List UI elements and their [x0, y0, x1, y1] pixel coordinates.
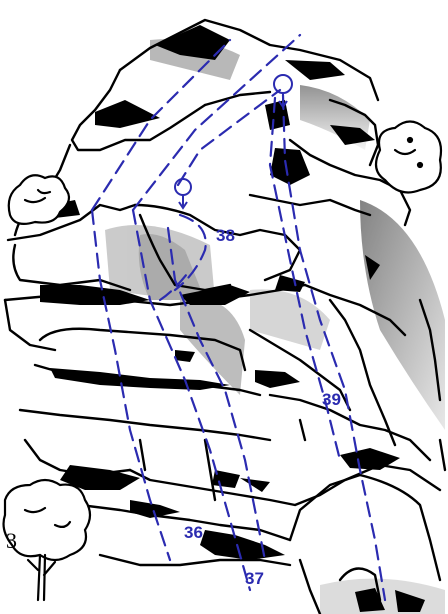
rock-outlines: [3, 18, 447, 614]
route-38-line: [166, 226, 267, 562]
route-38-upper-line: [176, 88, 282, 187]
route-label-37: 37: [245, 569, 264, 588]
route-top-line-a: [90, 38, 232, 212]
route-lines: [90, 33, 387, 602]
route-38-arc-b: [158, 268, 192, 302]
route-top-line-b: [131, 33, 302, 212]
rock-shadows: [40, 25, 425, 612]
route-37-line: [131, 208, 252, 592]
route-number-labels: 38 39 36 37: [184, 226, 341, 588]
bush-left: [7, 174, 71, 225]
bush-right: [374, 120, 443, 194]
artist-mark: 3: [6, 528, 17, 553]
route-39-left-line: [268, 96, 342, 462]
belay-anchors: [174, 74, 293, 210]
route-36-line: [90, 208, 172, 562]
route-label-36: 36: [184, 523, 203, 542]
route-39-line: [281, 93, 387, 602]
route-label-39: 39: [322, 390, 341, 409]
route-38-arc: [173, 213, 207, 292]
route-label-38: 38: [216, 226, 235, 245]
tree-bottom-left: [2, 478, 92, 602]
